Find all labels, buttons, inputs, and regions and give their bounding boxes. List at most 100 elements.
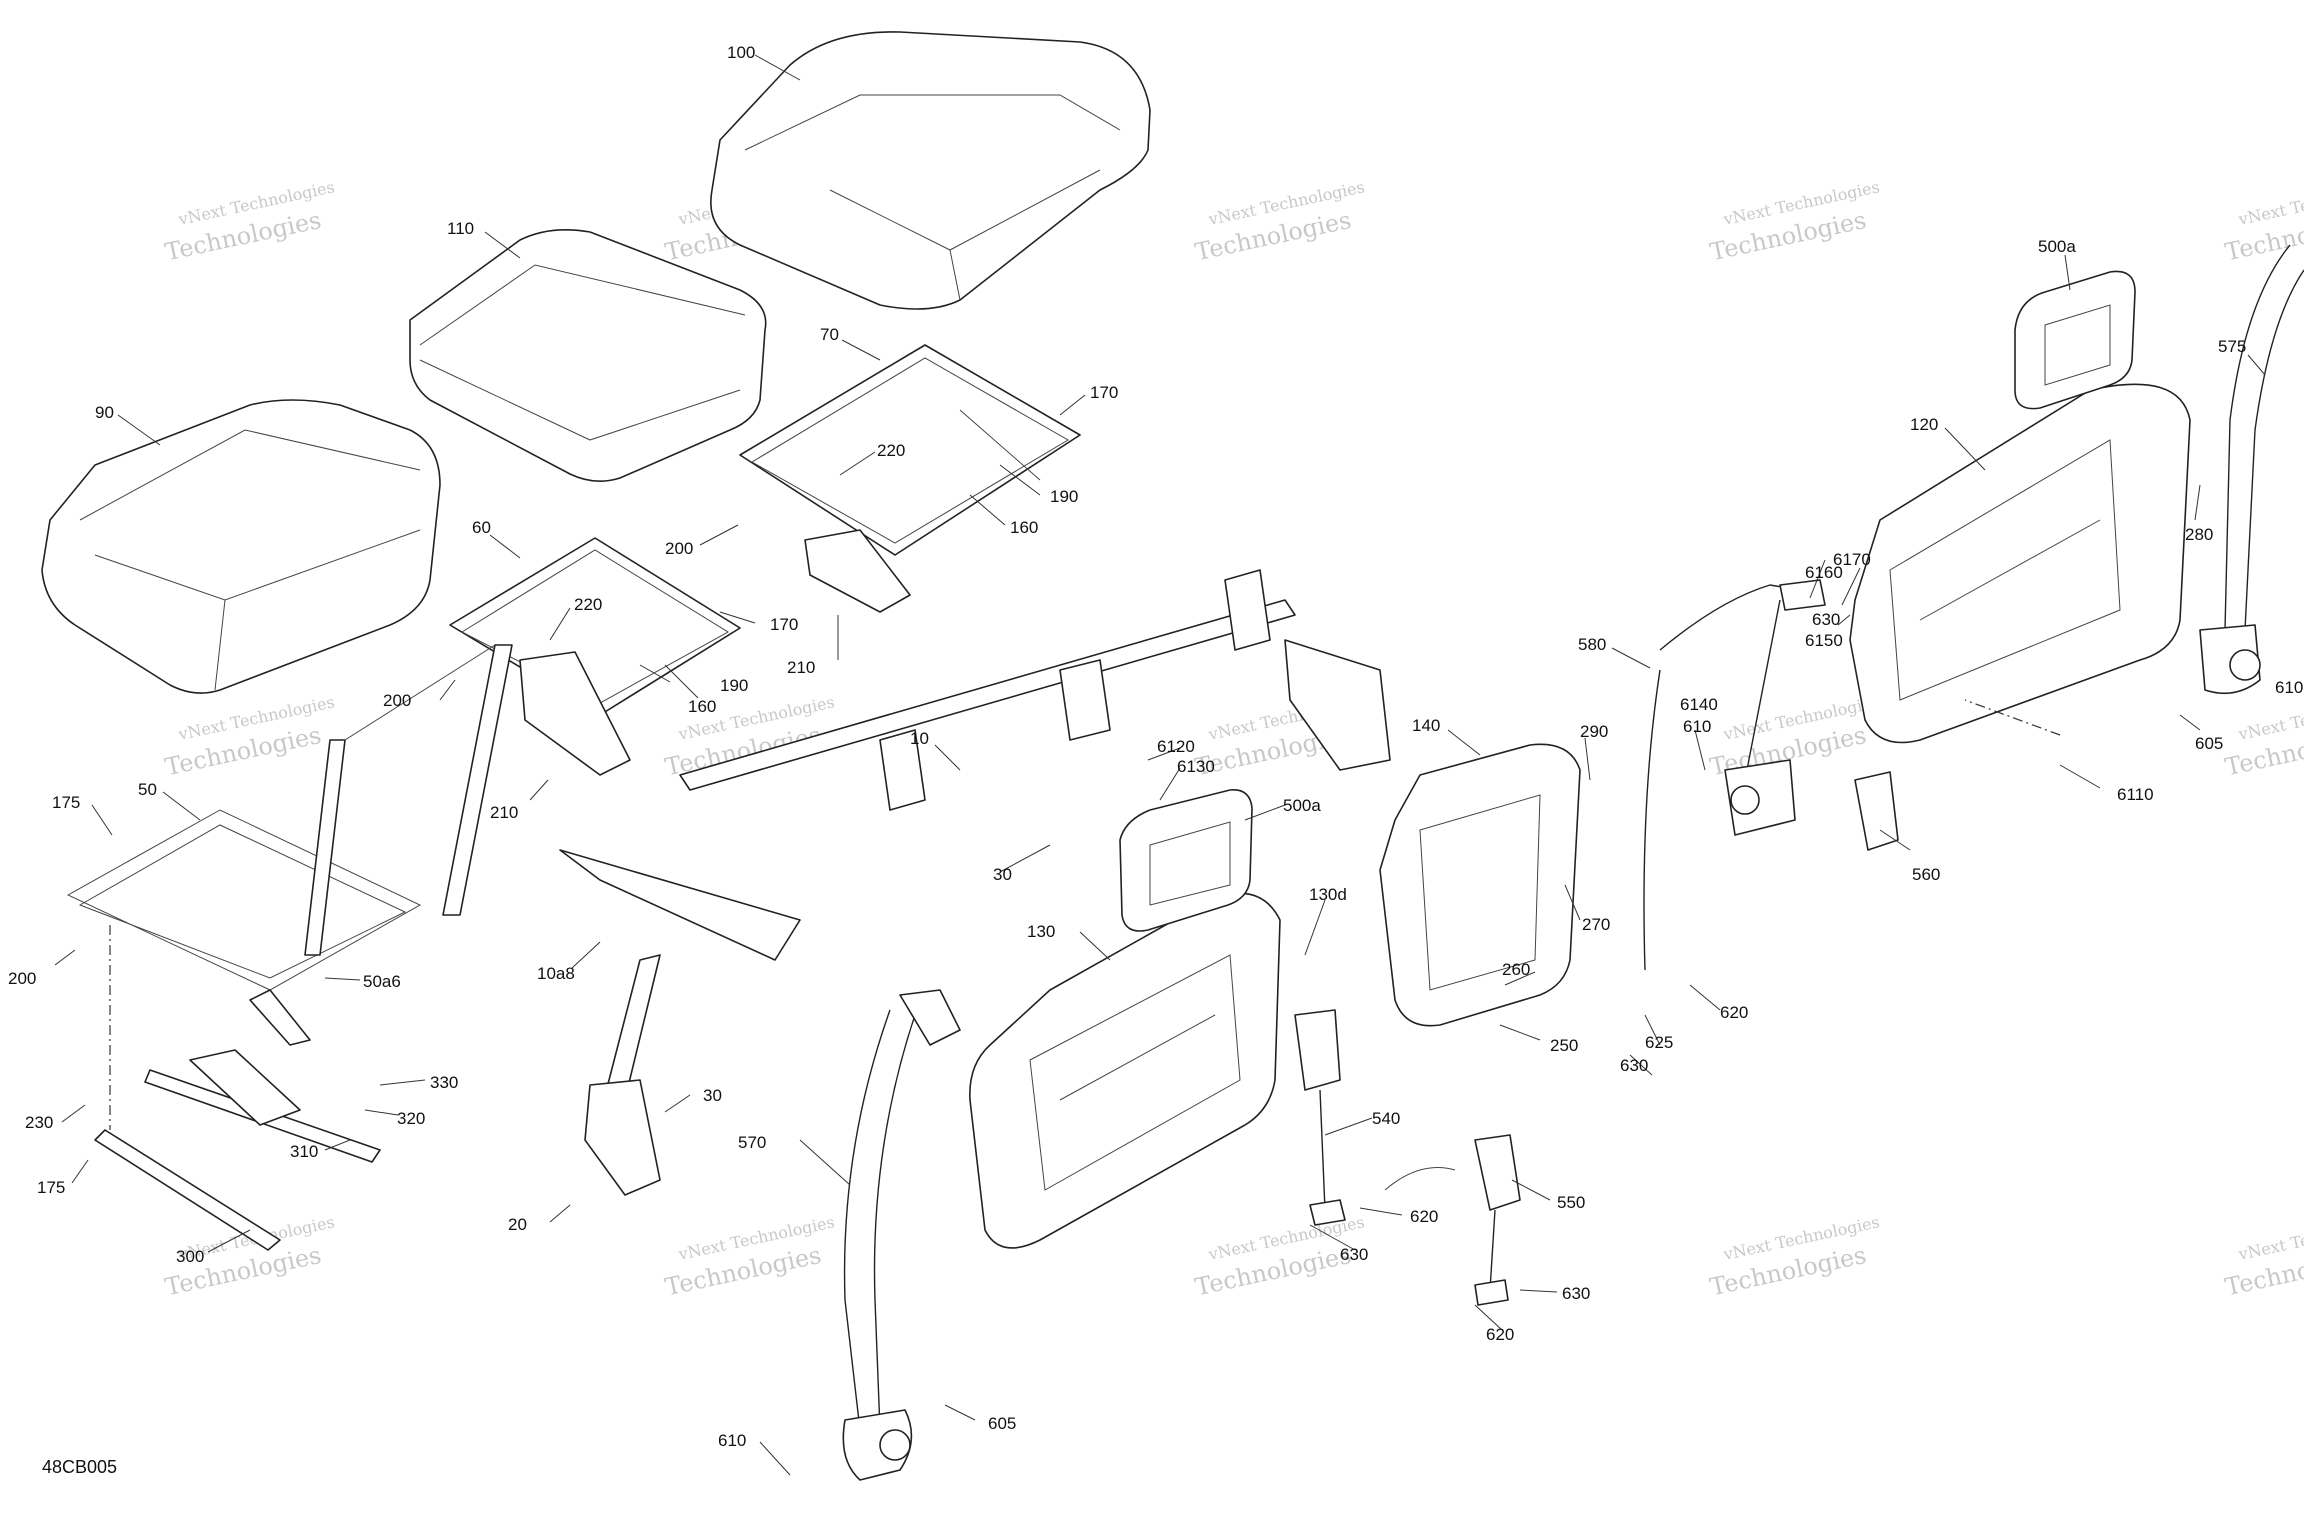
document-id: 48CB005	[42, 1457, 117, 1477]
callout-label: 630	[1562, 1284, 1590, 1303]
watermark: vNext Technologies Technologies	[163, 692, 337, 781]
callout-label: 120	[1910, 415, 1938, 434]
seat-belt-570	[842, 989, 961, 1481]
watermark: vNext Technologies Technologies	[663, 1212, 837, 1301]
watermark: vNext Technologies Technologies	[1193, 177, 1367, 266]
callout-label: 6160	[1805, 563, 1843, 582]
callout-label: 610	[718, 1431, 746, 1450]
callout-label: 270	[1582, 915, 1610, 934]
callout-label: 20	[508, 1215, 527, 1234]
seat-belt-580	[1643, 579, 1826, 971]
callout-label: 290	[1580, 722, 1608, 741]
callout-label: 10	[910, 729, 929, 748]
seat-frame-60	[449, 537, 741, 776]
callout-label: 220	[877, 441, 905, 460]
callout-label: 6140	[1680, 695, 1718, 714]
callout-label: 60	[472, 518, 491, 537]
seat-back-130	[969, 892, 1281, 1249]
callout-label: 50a6	[363, 972, 401, 991]
callout-label: 620	[1486, 1325, 1514, 1344]
callout-label: 160	[1010, 518, 1038, 537]
callout-label: 170	[1090, 383, 1118, 402]
callout-label: 6170	[1833, 550, 1871, 569]
callout-label: 200	[383, 691, 411, 710]
callout-label: 310	[290, 1142, 318, 1161]
callout-label: 625	[1645, 1033, 1673, 1052]
callout-label: 630	[1812, 610, 1840, 629]
callout-label: 90	[95, 403, 114, 422]
watermark: vNext Technologies Technologies	[1708, 1212, 1882, 1301]
latch-cover-560	[1854, 771, 1899, 851]
callout-label: 280	[2185, 525, 2213, 544]
seat-cushion-90	[41, 399, 441, 694]
buckle-540	[1294, 1009, 1456, 1226]
callout-label: 250	[1550, 1036, 1578, 1055]
callout-label: 6150	[1805, 631, 1843, 650]
callout-label: 170	[770, 615, 798, 634]
seat-back-120	[1849, 383, 2191, 744]
headrest-500a	[1119, 789, 1253, 932]
callout-label: 300	[176, 1247, 204, 1266]
callout-label: 50	[138, 780, 157, 799]
buckle-550	[1474, 1134, 1521, 1306]
callout-label: 200	[665, 539, 693, 558]
callout-label: 575	[2218, 337, 2246, 356]
callout-label: 10a8	[537, 964, 575, 983]
callout-label: 160	[688, 697, 716, 716]
callout-label: 6120	[1157, 737, 1195, 756]
watermark: vNext Technologies Technologies	[1708, 177, 1882, 266]
callout-label: 620	[1720, 1003, 1748, 1022]
callout-label: 110	[447, 219, 474, 238]
callout-label: 550	[1557, 1193, 1585, 1212]
watermark-line-1: vNext Technologies	[2236, 692, 2304, 744]
callout-label: 6130	[1177, 757, 1215, 776]
callout-label: 610	[2275, 678, 2303, 697]
callout-label: 560	[1912, 865, 1940, 884]
callout-label: 190	[1050, 487, 1078, 506]
callout-label: 210	[490, 803, 518, 822]
callout-label: 605	[988, 1414, 1016, 1433]
watermark: vNext Technologies Technologies	[1708, 692, 1882, 781]
headrest-500a-right	[2014, 270, 2136, 410]
callout-label: 130d	[1309, 885, 1347, 904]
callout-label: 500a	[1283, 796, 1321, 815]
seat-back-140	[1379, 743, 1581, 1027]
callout-label: 30	[993, 865, 1012, 884]
callout-label: 605	[2195, 734, 2223, 753]
callout-label: 630	[1340, 1245, 1368, 1264]
callout-label: 210	[787, 658, 815, 677]
callout-label: 620	[1410, 1207, 1438, 1226]
seat-cushion-110	[409, 228, 767, 482]
callout-label: 100	[727, 43, 755, 62]
watermark: vNext Technologies Technologies	[2223, 1212, 2304, 1301]
callout-label: 570	[738, 1133, 766, 1152]
callout-label: 630	[1620, 1056, 1648, 1075]
callout-label: 70	[820, 325, 839, 344]
seat-belt-575	[2199, 244, 2304, 695]
seat-cushion-100	[710, 31, 1151, 310]
leader-lines	[54, 54, 2266, 1476]
callout-label: 140	[1412, 716, 1440, 735]
callout-label: 200	[8, 969, 36, 988]
watermark: vNext Technologies Technologies	[163, 177, 337, 266]
callout-label: 580	[1578, 635, 1606, 654]
watermark-line-1: vNext Technologies	[2236, 177, 2304, 229]
callout-label: 220	[574, 595, 602, 614]
callout-label: 610	[1683, 717, 1711, 736]
watermark: vNext Technologies Technologies	[2223, 692, 2304, 781]
parts	[41, 31, 2304, 1481]
seat-frame-70	[739, 344, 1081, 613]
seat-rails	[94, 1049, 381, 1251]
callout-label: 330	[430, 1073, 458, 1092]
alignment-line	[1964, 699, 2061, 736]
callout-label: 260	[1502, 960, 1530, 979]
crossmember-10	[559, 569, 1391, 1196]
callout-label: 190	[720, 676, 748, 695]
callout-label: 130	[1027, 922, 1055, 941]
callout-label: 175	[37, 1178, 65, 1197]
callout-label: 175	[52, 793, 80, 812]
watermark: vNext Technologies Technologies	[2223, 177, 2304, 266]
watermark-line-1: vNext Technologies	[2236, 1212, 2304, 1264]
callout-label: 540	[1372, 1109, 1400, 1128]
